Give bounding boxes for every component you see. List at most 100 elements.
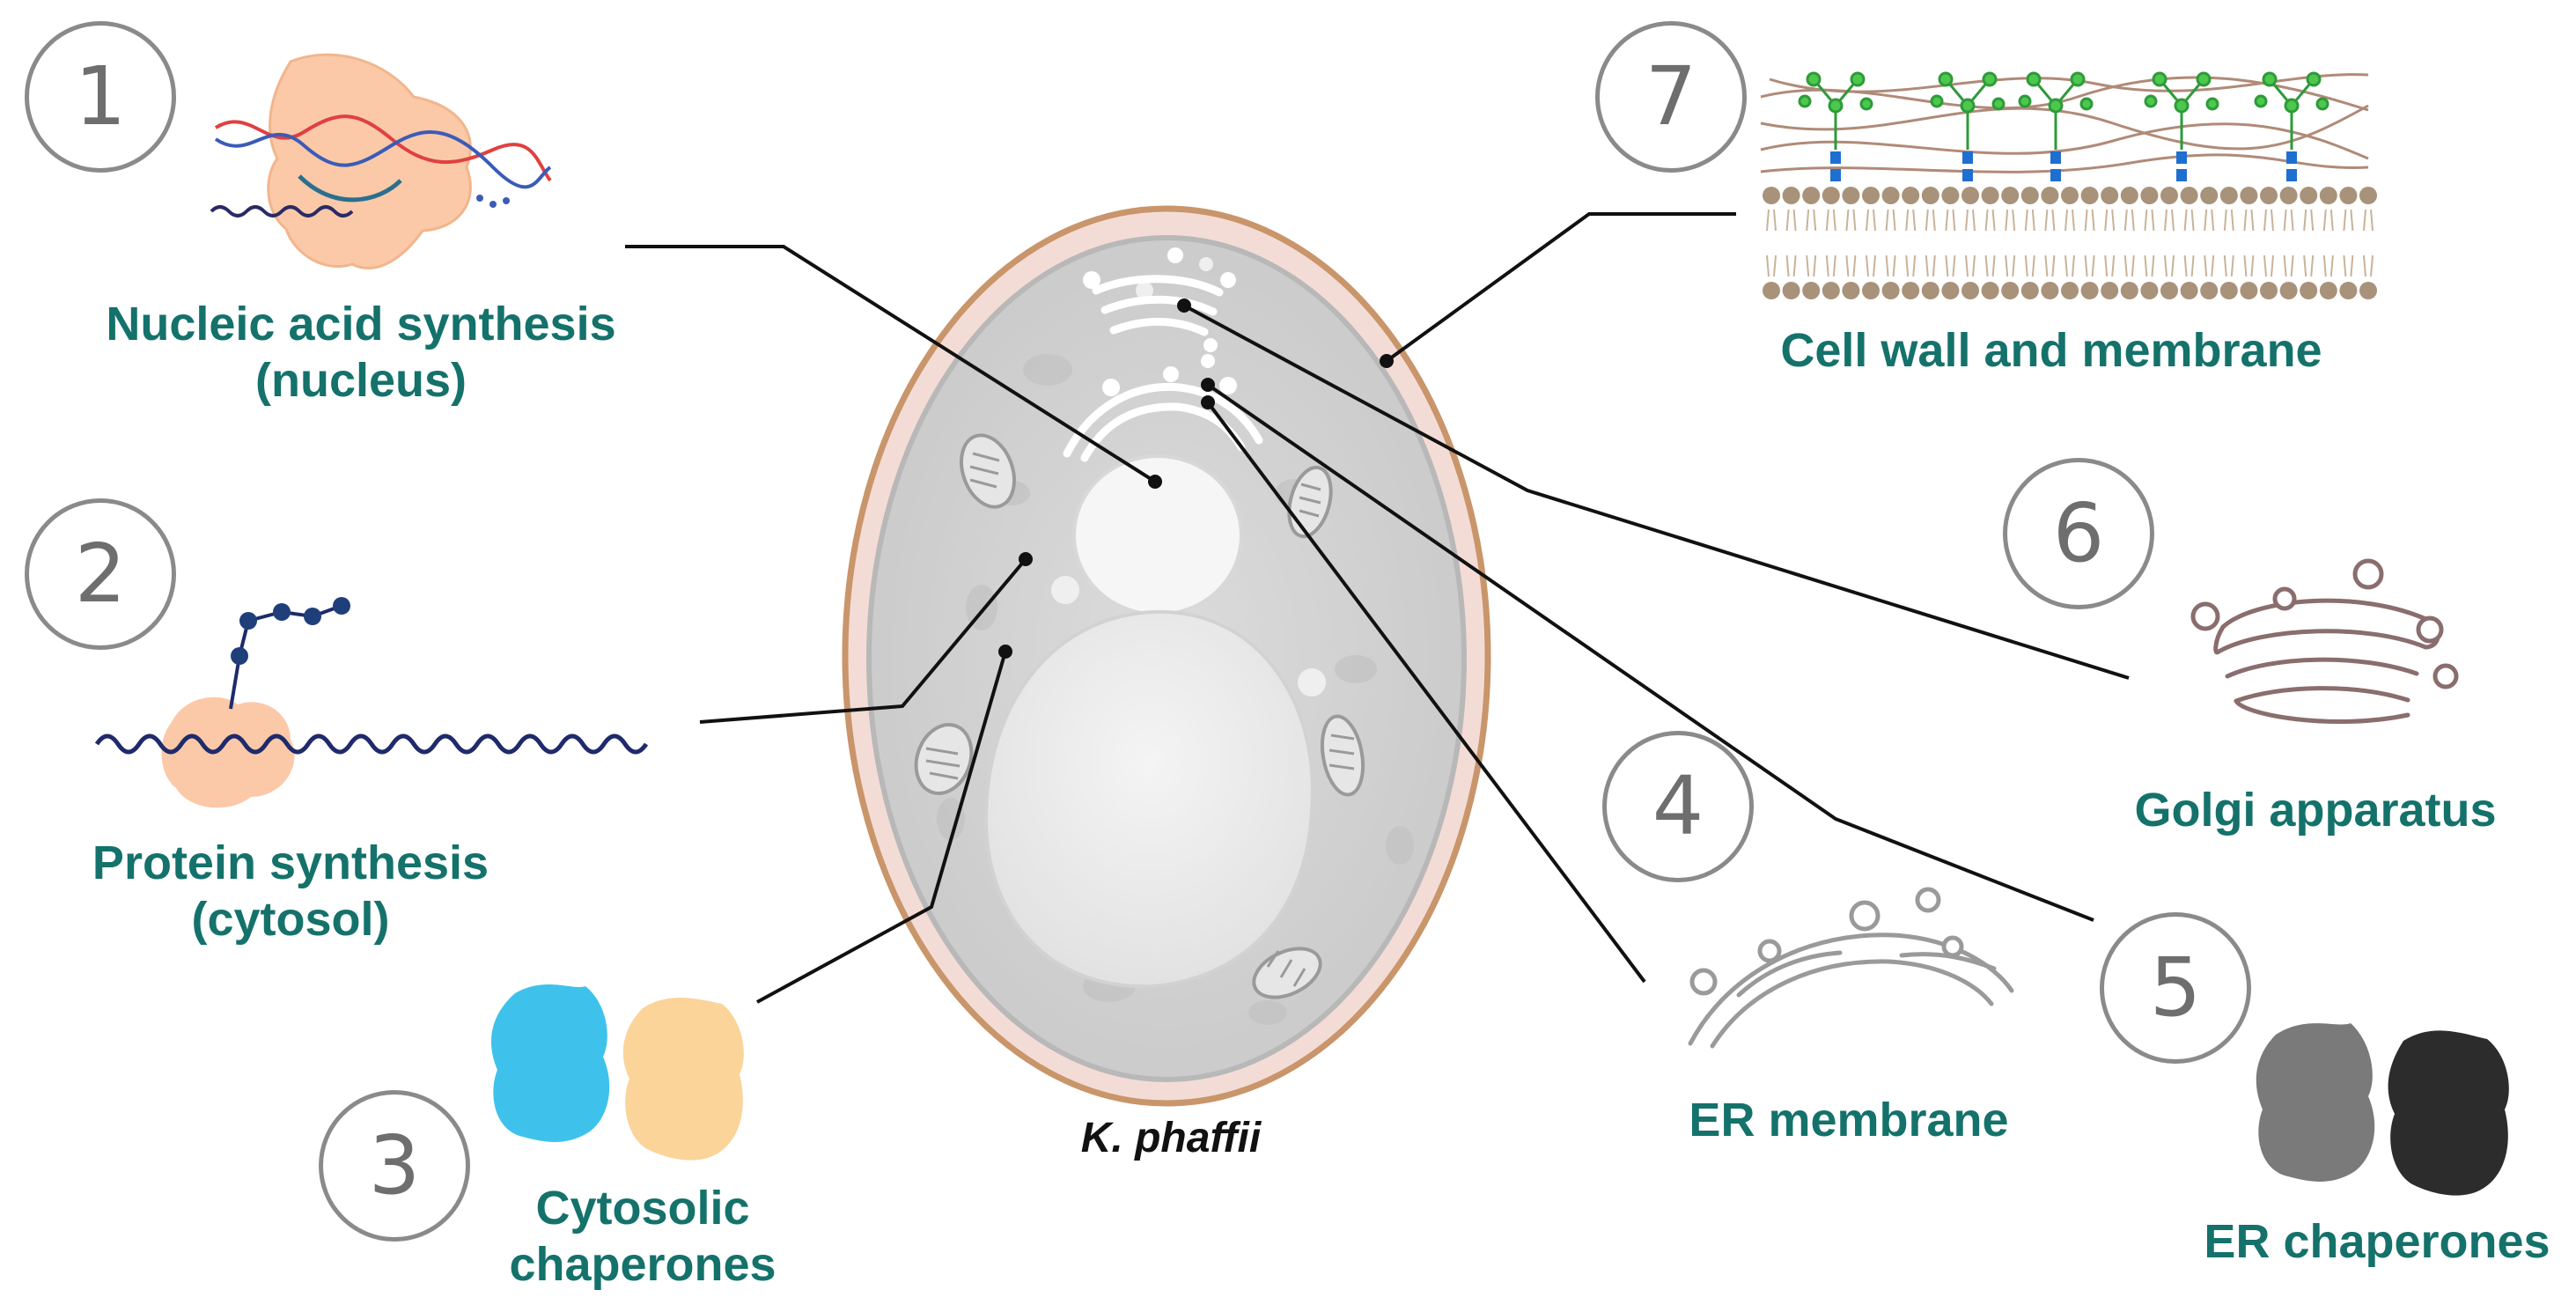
leader-line-2 [699,557,1027,724]
lipid-tail [2144,254,2155,277]
vacuole [983,609,1314,989]
lipid-tail [2183,209,2195,232]
rna-strand [210,205,354,217]
lipid-head [1802,282,1821,299]
step-number-2: 2 [25,498,176,650]
lipid-tail [2263,254,2274,277]
lipid-tail [1866,254,1876,277]
rna-polymerase-icon [210,53,552,269]
leader-line-7 [1385,212,1736,363]
leader-dot-5 [1201,378,1215,392]
lipid-tail [2363,254,2374,277]
lipid-head [1981,187,1999,204]
lipid-tail [2263,209,2274,232]
label-2-line-2: (cytosol) [191,893,390,946]
label-nucleic-acid-synthesis: Nucleic acid synthesis (nucleus) [79,296,643,409]
label-4-line-1: ER membrane [1689,1094,2009,1146]
lipid-head [2359,187,2377,204]
cell-golgi-vesicles [1083,247,1236,368]
lipid-tail [2005,209,2016,232]
lipid-head [1921,282,1939,299]
lipid-head [1822,282,1840,299]
lipid-head [2200,187,2219,204]
lipid-tail [1945,209,1956,232]
lipid-head [2300,282,2318,299]
leader-dots [998,299,1394,659]
lipid-tail [2104,254,2116,277]
label-3-line-1: Cytosolic [535,1182,750,1235]
lipid-head [2020,187,2039,204]
label-1-line-2: (nucleus) [254,354,467,407]
lipid-tail [1905,254,1917,277]
leader-dot-7 [1380,354,1394,368]
lipid-tail [1885,254,1896,277]
organism-name: K. phaffii [1080,1115,1262,1161]
step-number-1: 1 [25,21,176,173]
lipid-tail [2123,209,2135,232]
ribosome-icon [94,597,649,808]
lipid-tail [2064,209,2075,232]
step-number-7: 7 [1595,21,1747,173]
leader-line-1 [625,245,1157,483]
lipid-tail [1785,254,1797,277]
leader-dot-1 [1148,475,1162,489]
lipid-head [2140,187,2159,204]
lipid-head [2061,282,2079,299]
lipid-tail [2243,209,2255,232]
lipid-tail [1965,254,1976,277]
label-3-line-2: chaperones [509,1238,776,1291]
label-6-line-1: Golgi apparatus [2134,784,2497,837]
leader-dot-2 [1019,552,1033,566]
label-2-line-1: Protein synthesis [92,837,489,889]
lipid-head [2020,282,2039,299]
lipid-head [2120,282,2138,299]
lipid-head [1782,187,1800,204]
lipid-head [2120,187,2138,204]
lipid-head [2219,282,2238,299]
lipid-head [2001,282,2020,299]
lipid-tail [1825,209,1836,232]
leader-line-3 [756,651,1007,1004]
lipid-head [2219,187,2238,204]
lipid-head [1763,282,1780,299]
lipid-head [1842,187,1860,204]
lipid-tail [2084,254,2095,277]
leader-line-4 [1206,401,1646,984]
lipid-head [2041,187,2059,204]
lipid-tail [2343,254,2354,277]
lipid-head [2339,282,2358,299]
lipid-head [2080,187,2099,204]
er-membrane-icon [1688,932,2014,1049]
lipid-tail [2322,254,2334,277]
cell-golgi [1092,275,1224,336]
lipid-tail [1885,209,1896,232]
leader-lines [625,212,2130,1004]
lipid-tail [1845,209,1857,232]
lipid-head [2319,187,2337,204]
lipid-tail [1984,209,1996,232]
lipid-tail [1905,209,1917,232]
lipid-tail [2283,254,2294,277]
label-er-membrane: ER membrane [1646,1092,2051,1148]
lipid-tail [2204,254,2215,277]
lipid-tail [2363,209,2374,232]
leader-dot-3 [998,645,1012,659]
lipid-tail [1925,254,1936,277]
lipid-bilayer [1763,187,2377,299]
label-1-line-1: Nucleic acid synthesis [106,298,616,350]
label-golgi-apparatus: Golgi apparatus [2104,782,2527,838]
cell-er-vesicles [1102,366,1237,396]
lipid-tail [1965,209,1976,232]
lipid-head [1902,187,1920,204]
step-number-5: 5 [2100,912,2251,1064]
er-chaperone-icons [2256,1023,2509,1196]
lipid-tail [1825,254,1836,277]
glycan-trees [1798,71,2329,150]
chaperone-orange [622,998,744,1161]
chaperone-blue [490,984,610,1142]
lipid-tail [1806,209,1817,232]
cytoplasm-granules [1051,257,1326,697]
lipid-head [1802,187,1821,204]
lipid-head [1921,187,1939,204]
step-number-4: 4 [1602,731,1754,882]
